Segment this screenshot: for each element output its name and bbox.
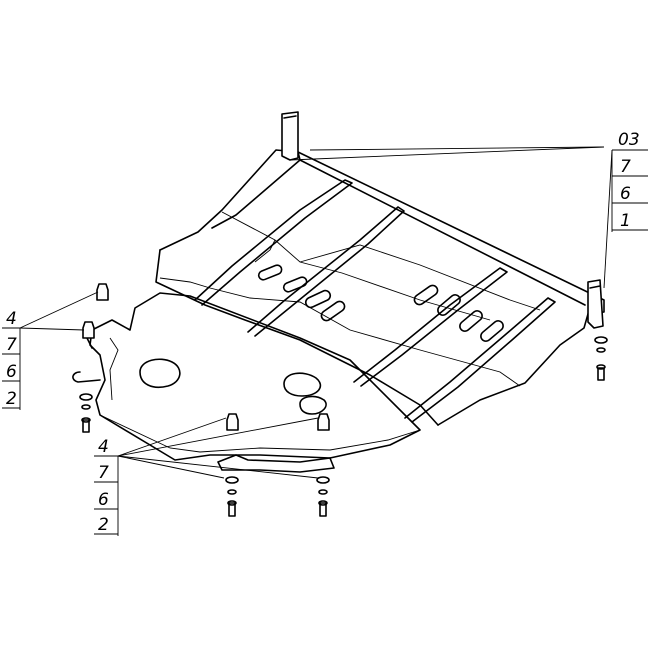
callout-bottom-1: 4 (98, 437, 109, 457)
callout-right-1: 03 (618, 130, 640, 150)
callout-right-3: 6 (620, 184, 631, 204)
callout-right-4: 1 (620, 211, 631, 231)
callout-left-1: 4 (6, 309, 17, 329)
callout-bottom-2: 7 (98, 463, 109, 483)
callout-right: 03 7 6 1 (611, 130, 648, 232)
stiffening-ribs (194, 179, 556, 423)
callout-bottom-4: 2 (98, 515, 109, 535)
callout-left: 4 7 6 2 (2, 309, 21, 410)
mounting-bracket-left (281, 111, 299, 161)
mounting-bracket-right (587, 279, 604, 329)
callout-bottom-3: 6 (98, 490, 109, 510)
left-fastener-stack (79, 283, 109, 433)
right-fastener-stack (594, 336, 608, 381)
callout-left-3: 6 (6, 362, 17, 382)
leader-lines (19, 146, 613, 479)
callout-bottom: 4 7 6 2 (94, 437, 119, 536)
callout-left-2: 7 (6, 335, 17, 355)
ventilation-slots (257, 264, 504, 342)
bottom-fastener-stack-right (316, 413, 330, 517)
bottom-fastener-stack-left (225, 413, 239, 517)
callout-right-2: 7 (620, 157, 631, 177)
callout-left-4: 2 (6, 389, 17, 409)
